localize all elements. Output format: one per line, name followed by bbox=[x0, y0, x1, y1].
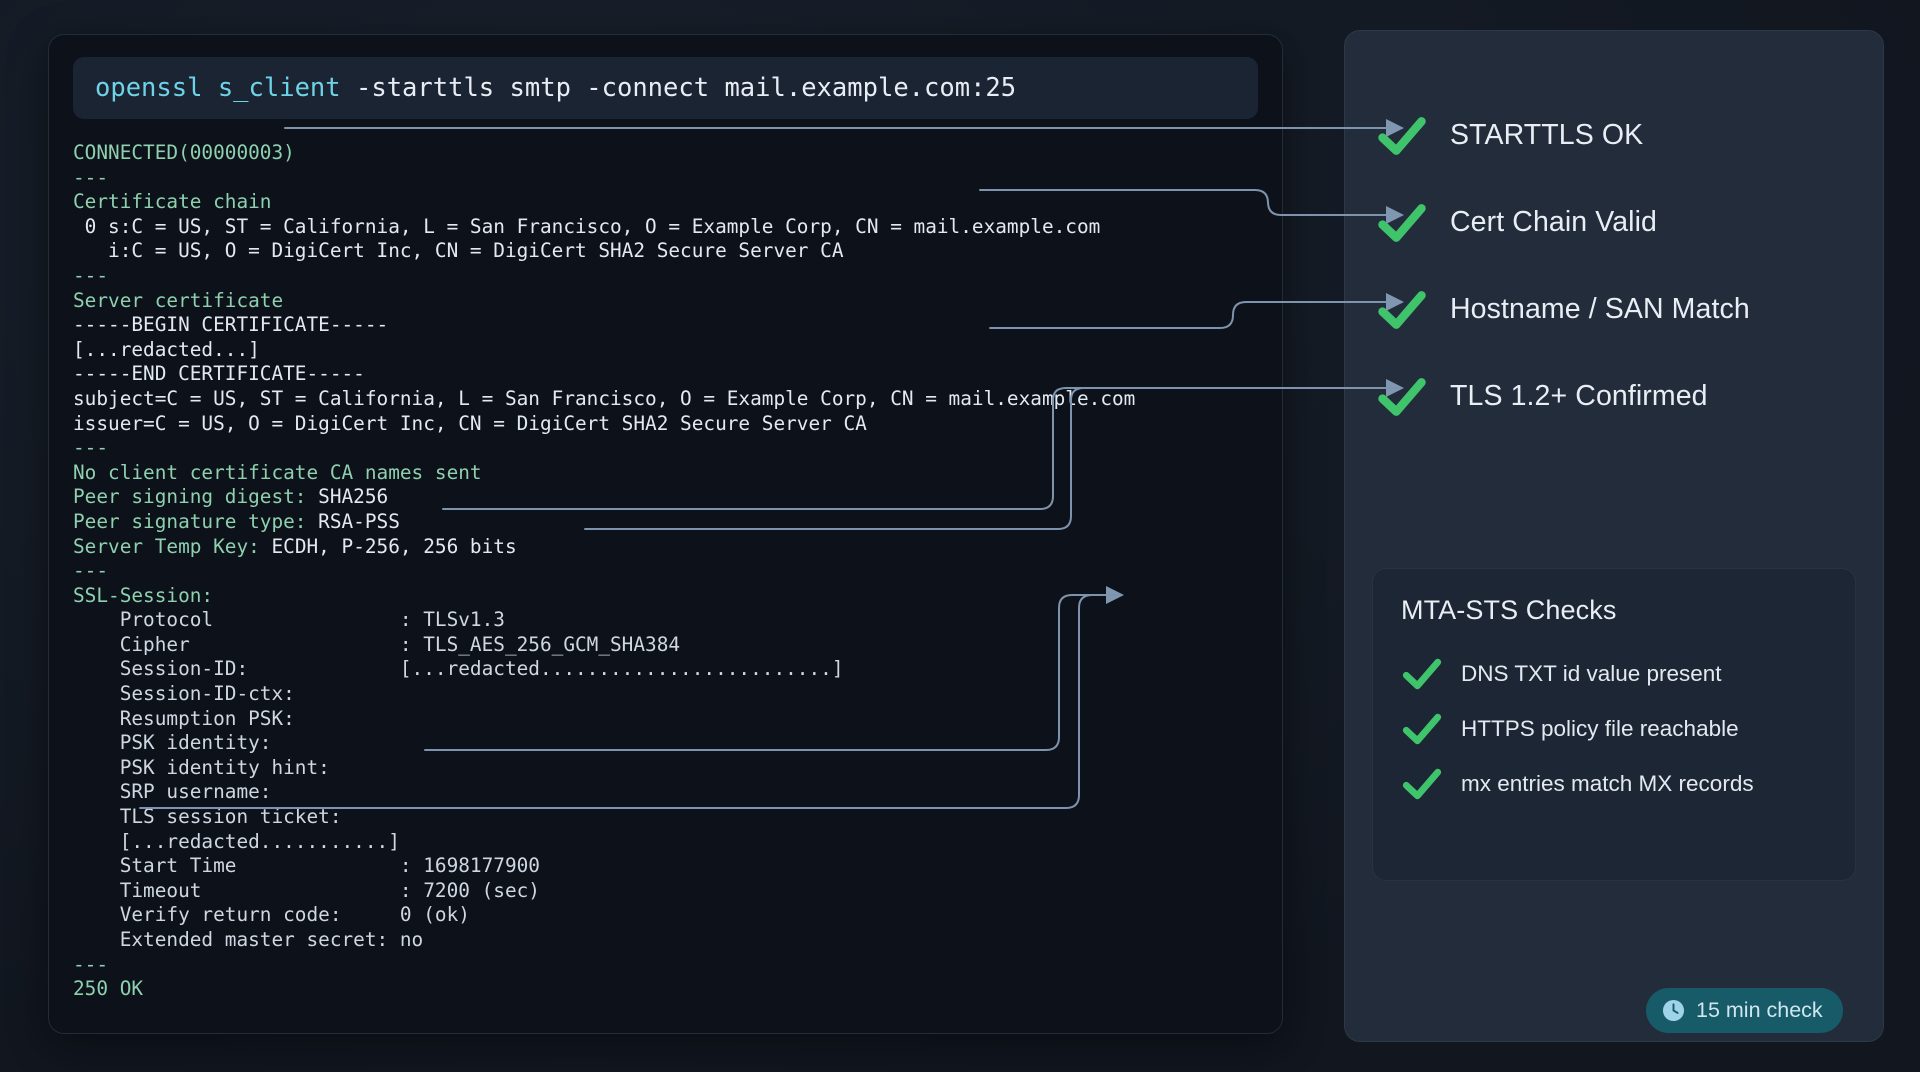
terminal-command-bar[interactable]: openssl s_client -starttls smtp -connect… bbox=[73, 57, 1258, 119]
check-row[interactable]: STARTTLS OK bbox=[1376, 92, 1876, 179]
terminal-line-label: Server Temp Key: bbox=[73, 534, 260, 558]
check-icon bbox=[1378, 377, 1426, 416]
terminal-line: CONNECTED(00000003) bbox=[73, 141, 295, 164]
terminal-line: [...redacted...........] bbox=[73, 829, 400, 853]
mta-sts-row[interactable]: HTTPS policy file reachable bbox=[1401, 701, 1827, 756]
terminal-line: Start Time : 1698177900 bbox=[73, 854, 540, 878]
mta-sts-row[interactable]: DNS TXT id value present bbox=[1401, 646, 1827, 701]
clock-icon bbox=[1662, 999, 1685, 1022]
terminal-command-line: openssl s_client -starttls smtp -connect… bbox=[95, 73, 1016, 103]
mta-sts-row[interactable]: mx entries match MX records bbox=[1401, 756, 1827, 811]
check-row[interactable]: Hostname / SAN Match bbox=[1376, 266, 1876, 353]
terminal-line: --- bbox=[73, 436, 109, 460]
check-icon bbox=[1402, 768, 1442, 799]
check-icon bbox=[1402, 658, 1442, 689]
terminal-line: PSK identity: bbox=[73, 731, 272, 755]
mta-sts-title: MTA-STS Checks bbox=[1401, 595, 1617, 625]
check-label: STARTTLS OK bbox=[1450, 119, 1644, 151]
terminal-line: Timeout : 7200 (sec) bbox=[73, 878, 540, 902]
terminal-line: SRP username: bbox=[73, 780, 272, 804]
terminal-line: Protocol : TLSv1.3 bbox=[73, 608, 505, 632]
check-icon bbox=[1378, 203, 1426, 242]
check-icon bbox=[1378, 116, 1426, 155]
terminal-line: Peer signing digest: SHA256 bbox=[73, 485, 1258, 510]
check-label: Hostname / SAN Match bbox=[1450, 293, 1750, 325]
terminal-line: issuer=C = US, O = DigiCert Inc, CN = Di… bbox=[73, 411, 867, 435]
terminal-line-value: ECDH, P-256, 256 bits bbox=[259, 534, 517, 558]
terminal-line: TLS session ticket: bbox=[73, 805, 342, 829]
check-row[interactable]: TLS 1.2+ Confirmed bbox=[1376, 353, 1876, 440]
terminal-line: -----END CERTIFICATE----- bbox=[73, 362, 365, 386]
interval-badge[interactable]: 15 min check bbox=[1646, 988, 1843, 1033]
terminal-line: -----BEGIN CERTIFICATE----- bbox=[73, 313, 389, 337]
terminal-line: Server Temp Key: ECDH, P-256, 256 bits bbox=[73, 535, 1258, 560]
terminal-line: --- bbox=[73, 952, 109, 976]
check-icon bbox=[1378, 290, 1426, 329]
terminal-line: [...redacted...] bbox=[73, 337, 260, 361]
terminal-line: 0 s:C = US, ST = California, L = San Fra… bbox=[73, 214, 1101, 238]
terminal-line: subject=C = US, ST = California, L = San… bbox=[73, 386, 1136, 410]
terminal-line: No client certificate CA names sent bbox=[73, 460, 482, 484]
terminal-line: --- bbox=[73, 263, 109, 287]
terminal-line: i:C = US, O = DigiCert Inc, CN = DigiCer… bbox=[73, 239, 844, 263]
terminal-panel: openssl s_client -starttls smtp -connect… bbox=[48, 34, 1283, 1034]
interval-badge-label: 15 min check bbox=[1696, 998, 1823, 1022]
check-label: Cert Chain Valid bbox=[1450, 206, 1658, 238]
terminal-line-value: SHA256 bbox=[306, 485, 389, 509]
mta-sts-label: DNS TXT id value present bbox=[1461, 660, 1722, 686]
terminal-line: --- bbox=[73, 559, 109, 583]
terminal-line: Extended master secret: no bbox=[73, 928, 424, 951]
terminal-line: Session-ID: [...redacted................… bbox=[73, 657, 844, 681]
terminal-line: Session-ID-ctx: bbox=[73, 682, 295, 706]
terminal-line: Certificate chain bbox=[73, 190, 272, 214]
check-label: TLS 1.2+ Confirmed bbox=[1450, 380, 1708, 412]
terminal-line: --- bbox=[73, 165, 109, 189]
terminal-output: CONNECTED(00000003)---Certificate chain … bbox=[73, 141, 1258, 1002]
command-program: openssl s_client bbox=[95, 73, 341, 103]
check-icon bbox=[1402, 713, 1442, 744]
check-row[interactable]: Cert Chain Valid bbox=[1376, 179, 1876, 266]
terminal-line: Resumption PSK: bbox=[73, 706, 295, 730]
terminal-line-label: Peer signature type: bbox=[73, 509, 307, 533]
terminal-line: Server certificate bbox=[73, 288, 284, 312]
terminal-line: Cipher : TLS_AES_256_GCM_SHA384 bbox=[73, 632, 681, 656]
terminal-line-label: Peer signing digest: bbox=[73, 485, 307, 509]
mta-sts-label: mx entries match MX records bbox=[1461, 770, 1754, 796]
terminal-line-value: RSA-PSS bbox=[306, 509, 400, 533]
terminal-line: 250 OK bbox=[73, 977, 144, 1001]
command-args: -starttls smtp -connect mail.example.com… bbox=[340, 73, 1017, 103]
mta-sts-label: HTTPS policy file reachable bbox=[1461, 715, 1739, 741]
terminal-line: PSK identity hint: bbox=[73, 755, 330, 779]
terminal-line: Peer signature type: RSA-PSS bbox=[73, 510, 1258, 535]
terminal-line: SSL-Session: bbox=[73, 583, 214, 607]
terminal-line: Verify return code: 0 (ok) bbox=[73, 903, 470, 927]
